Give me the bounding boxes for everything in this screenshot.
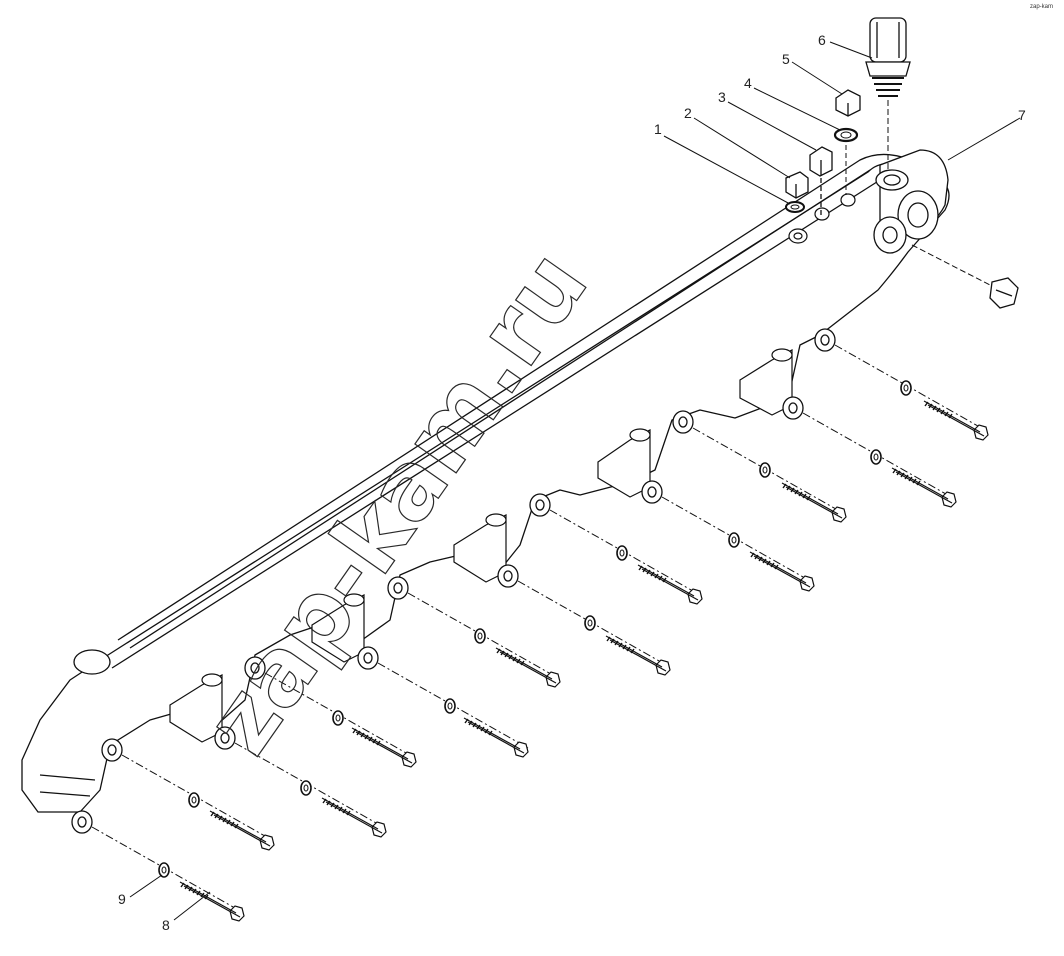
part-2-plug: [785, 171, 809, 199]
part-3-plug: [809, 146, 833, 215]
part-1-sealing-washer: [785, 201, 805, 213]
callout-1: 1: [654, 121, 662, 137]
part-4-sealing-washer: [833, 127, 859, 195]
fuel-rail-body: [21, 153, 950, 813]
callout-8: 8: [162, 917, 170, 933]
side-plug: [911, 244, 1019, 309]
callout-2: 2: [684, 105, 692, 121]
callout-5: 5: [782, 51, 790, 67]
callout-6: 6: [818, 32, 826, 48]
callout-7: 7: [1018, 107, 1026, 123]
rail-end-fitting: [873, 149, 949, 254]
callout-leaders: [129, 41, 1021, 921]
rail-ports: [788, 193, 856, 244]
part-6-pressure-sensor: [865, 17, 911, 170]
callout-4: 4: [744, 75, 752, 91]
callout-3: 3: [718, 89, 726, 105]
callout-labels: 1 2 3 4 5 6 7 8 9: [118, 32, 1026, 933]
bolt-holes: [71, 328, 836, 834]
part-5-plug: [835, 89, 861, 117]
corner-mark: zap-kam: [1030, 4, 1053, 10]
callout-9: 9: [118, 891, 126, 907]
